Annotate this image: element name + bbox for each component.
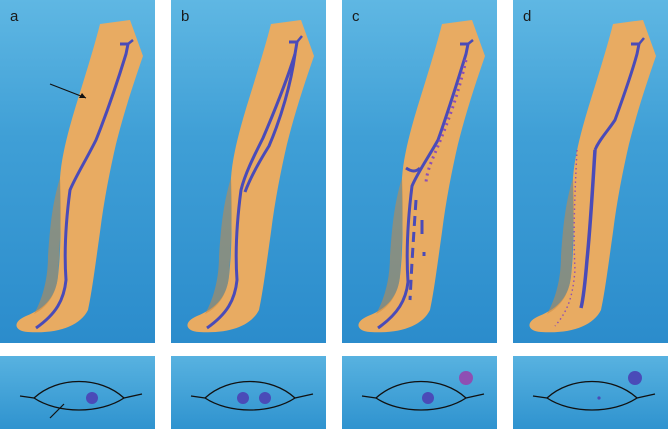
cross-section-d-illustration [513,356,668,429]
panel-b-illustration [171,0,326,343]
panel-b: b [171,0,326,343]
leg-shape [358,20,485,332]
small-vein-dot [597,396,600,399]
panel-c-illustration [342,0,497,343]
leg-shape [16,20,143,332]
cross-section-d [513,356,668,429]
cross-section-a-illustration [0,356,155,429]
cross-section-a [0,356,155,429]
fascial-compartment [34,382,124,411]
superficial-vein-dot [459,371,473,385]
vein-dot-1 [237,392,249,404]
panel-a-illustration [0,0,155,343]
vein-dot [422,392,434,404]
panel-c: c [342,0,497,343]
cross-section-c [342,356,497,429]
panel-a: a [0,0,155,343]
superficial-vein-dot [628,371,642,385]
cross-section-b-illustration [171,356,326,429]
fascial-compartment [376,382,466,411]
cross-section-b [171,356,326,429]
panel-d-illustration [513,0,668,343]
fascial-compartment [205,382,295,411]
vein-dot [86,392,98,404]
panel-d: d [513,0,668,343]
cross-section-c-illustration [342,356,497,429]
fascial-compartment [547,382,637,411]
vein-dot-2 [259,392,271,404]
